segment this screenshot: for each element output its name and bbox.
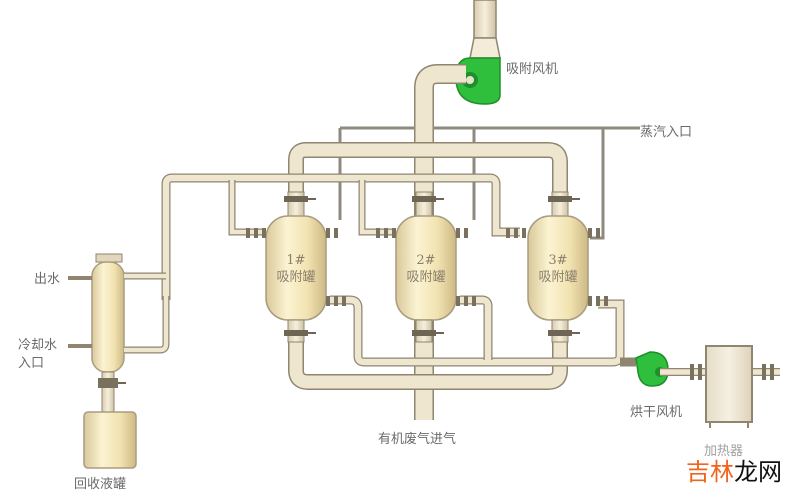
condensate-header-pipe: [161, 173, 520, 300]
tank-3-label: 3# 吸附罐: [528, 252, 588, 286]
tank-2-label: 2# 吸附罐: [396, 252, 456, 286]
tank-1-name: 吸附罐: [276, 270, 316, 285]
adsorption-tank-3: [527, 191, 589, 343]
recovery-tank-label: 回收液罐: [74, 477, 127, 492]
watermark-part2: 龙网: [734, 458, 782, 486]
condenser: [68, 253, 170, 413]
side-valves: [246, 228, 608, 306]
lower-pipes: [288, 295, 636, 390]
tank-1-label: 1# 吸附罐: [266, 252, 326, 286]
cooling-water-inlet-label-line2: 入口: [18, 356, 45, 371]
adsorption-tank-2: [395, 191, 457, 343]
organic-waste-gas-inlet-label: 有机废气进气: [378, 432, 457, 447]
adsorption-fan-label: 吸附风机: [506, 62, 559, 77]
tank-2-name: 吸附罐: [406, 270, 446, 285]
heater: [705, 345, 753, 428]
cooling-water-inlet-label-line1: 冷却水: [18, 338, 58, 353]
tank-3-number: 3#: [548, 253, 568, 268]
watermark-part1: 吉林: [686, 458, 734, 486]
tank-3-name: 吸附罐: [538, 270, 578, 285]
main-gas-pipe: [414, 64, 466, 420]
recovery-tank: [83, 411, 137, 469]
watermark: 吉林龙网: [686, 452, 782, 487]
drying-fan-label: 烘干风机: [630, 405, 683, 420]
tank-2-number: 2#: [416, 253, 436, 268]
steam-inlet-label: 蒸汽入口: [640, 125, 693, 140]
upper-header-pipe: [288, 142, 568, 200]
adsorption-tank-1: [265, 191, 327, 343]
exhaust-stack: [469, 0, 501, 59]
heater-pipes: [660, 364, 780, 380]
water-outlet-label: 出水: [34, 272, 61, 287]
tank-1-number: 1#: [286, 253, 306, 268]
heater-label: 加热器: [704, 444, 744, 459]
drying-fan-icon: [635, 351, 669, 387]
